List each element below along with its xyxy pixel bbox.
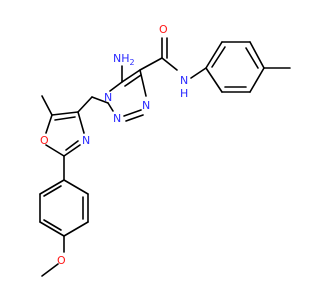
amide-hydrogen-label: H <box>180 87 188 100</box>
amine-subscript: 2 <box>130 58 135 67</box>
amine-label: NH2 <box>113 52 135 67</box>
bond-anisyl-6 <box>39 179 65 195</box>
bond-nh-aryl <box>190 67 207 79</box>
bond-tolyl-inner-1 <box>211 46 226 68</box>
bond-o-methyl <box>41 263 59 277</box>
bond-anisyl-1 <box>63 179 89 195</box>
molecule-canvas: NH2 O N H N N N N O O <box>0 0 300 300</box>
bond-c4-carbonyl <box>139 57 163 71</box>
bond-ox-c2-n-double <box>65 140 79 151</box>
bond-tolyl-1 <box>205 41 223 69</box>
bond-ox-c5-o <box>45 114 53 134</box>
bond-ox-c4-c5 <box>51 111 79 116</box>
bond-c4-n3 <box>139 69 147 97</box>
bond-n1-c5 <box>109 81 123 92</box>
atom-labels: NH2 O N H N N N N O O <box>40 23 188 267</box>
bond-ox-c4-n <box>77 111 85 134</box>
oxazole-nitrogen-label: N <box>82 134 90 147</box>
bond-anisyl-3 <box>63 221 89 237</box>
triazole-n2-label: N <box>113 112 121 125</box>
bond-tolyl-6 <box>205 67 223 93</box>
bond-anisyl-inner-3 <box>43 185 62 197</box>
amide-nitrogen-label: N <box>180 74 188 87</box>
bond-anisyl-4 <box>39 221 65 237</box>
bond-n1-n2 <box>107 102 114 112</box>
triazole-n3-label: N <box>142 99 150 112</box>
bond-c5-c4 <box>121 69 141 83</box>
bonds <box>39 37 291 277</box>
bond-anisyl-inner-2 <box>43 219 62 231</box>
bond-ox-methyl <box>41 95 53 116</box>
bond-ch2-oxazole <box>77 96 93 113</box>
bond-tolyl-4 <box>249 67 265 93</box>
bond-carbonyl-nh <box>161 57 178 71</box>
bond-tolyl-inner-2 <box>245 47 259 69</box>
triazole-n1-label: N <box>104 91 112 104</box>
bond-tolyl-3 <box>249 41 265 69</box>
bond-n2-n3 <box>123 109 142 117</box>
bond-ox-c2-n <box>63 144 81 157</box>
structure-diagram: NH2 O N H N N N N O O <box>0 0 300 300</box>
bond-n1-ch2 <box>91 96 109 104</box>
amine-nh-text: NH <box>113 52 130 65</box>
methoxy-oxygen-label: O <box>57 254 66 267</box>
bond-ox-c4-c5-double <box>54 116 76 121</box>
carbonyl-oxygen-label: O <box>159 23 168 36</box>
bond-ox-o-c2 <box>45 144 65 157</box>
canvas-background <box>0 0 300 300</box>
bond-c5-c4-double <box>124 74 142 87</box>
bond-n2-n3-double <box>125 114 144 122</box>
oxazole-oxygen-label: O <box>40 134 49 147</box>
